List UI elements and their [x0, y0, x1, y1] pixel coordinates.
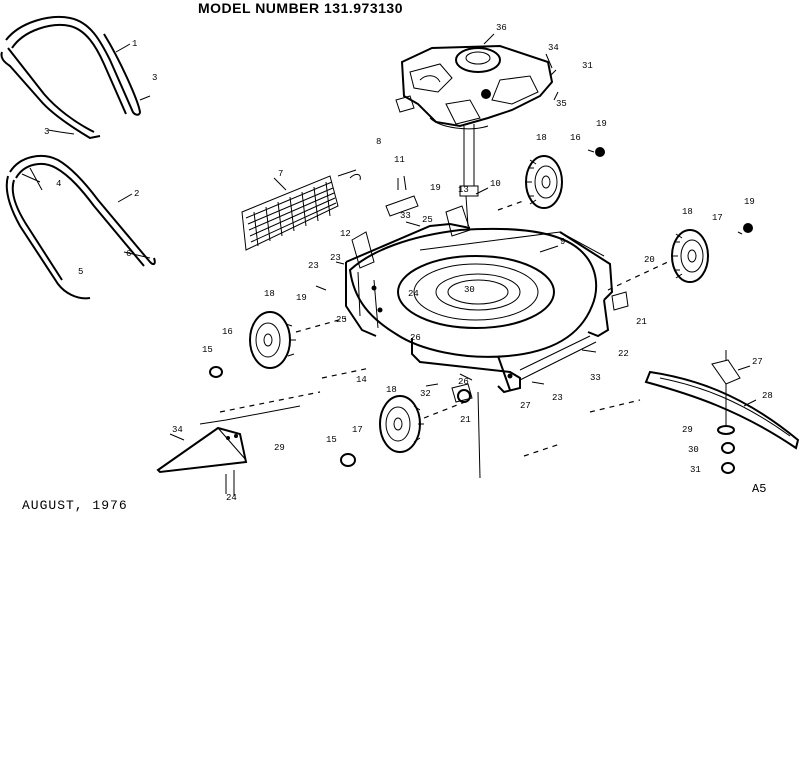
callout-2: 2 — [134, 189, 139, 199]
callout-17: 17 — [712, 213, 723, 223]
wheel-front-right — [249, 311, 296, 369]
callout-5: 5 — [78, 267, 83, 277]
blade-assembly — [644, 350, 800, 474]
engine — [395, 44, 554, 197]
callout-24b: 24 — [226, 493, 237, 503]
callout-18: 18 — [536, 133, 547, 143]
callout-21: 21 — [636, 317, 647, 327]
callout-26: 26 — [410, 333, 421, 343]
callout-23: 23 — [308, 261, 319, 271]
callout-19c: 19 — [744, 197, 755, 207]
callout-30: 30 — [464, 285, 475, 295]
callout-34: 34 — [548, 43, 559, 53]
small-hardware — [315, 69, 597, 387]
callout-33: 33 — [590, 373, 601, 383]
wheel-rear-left — [671, 229, 709, 283]
page-code: A5 — [752, 482, 767, 496]
callout-10: 10 — [490, 179, 501, 189]
callout-9: 9 — [560, 237, 565, 247]
callout-19b: 19 — [596, 119, 607, 129]
callout-17b: 17 — [352, 425, 363, 435]
callout-16b: 16 — [570, 133, 581, 143]
callout-35: 35 — [556, 99, 567, 109]
callout-21b: 21 — [460, 415, 471, 425]
callout-18c: 18 — [682, 207, 693, 217]
upper-handle — [0, 16, 151, 140]
rear-shield — [156, 405, 301, 496]
callout-24: 24 — [408, 289, 419, 299]
leader-lines — [115, 33, 757, 441]
callout-25b: 25 — [422, 215, 433, 225]
callout-32: 32 — [420, 389, 431, 399]
callout-36: 36 — [496, 23, 507, 33]
callout-33b: 33 — [400, 211, 411, 221]
callout-19d: 19 — [296, 293, 307, 303]
callout-30b: 30 — [688, 445, 699, 455]
mower-deck — [345, 195, 629, 479]
callout-labels: 1 2 3 3 4 5 6 7 8 9 11 12 13 14 15 15 16… — [44, 23, 773, 503]
deflector-screen — [241, 169, 361, 251]
callout-11: 11 — [394, 155, 405, 165]
callout-12: 12 — [340, 229, 351, 239]
callout-23b: 23 — [330, 253, 341, 263]
wheel-hardware — [209, 147, 753, 467]
callout-20: 20 — [644, 255, 655, 265]
callout-15: 15 — [202, 345, 213, 355]
callout-1: 1 — [132, 39, 137, 49]
callout-31b: 31 — [690, 465, 701, 475]
callout-18b: 18 — [264, 289, 275, 299]
axle-lines — [219, 199, 673, 457]
callout-29: 29 — [274, 443, 285, 453]
model-number-title: MODEL NUMBER 131.973130 — [198, 0, 403, 16]
callout-3: 3 — [152, 73, 157, 83]
callout-22: 22 — [618, 349, 629, 359]
callout-4: 4 — [56, 179, 61, 189]
callout-16: 16 — [222, 327, 233, 337]
callout-19: 19 — [430, 183, 441, 193]
callout-18d: 18 — [386, 385, 397, 395]
callout-13: 13 — [458, 185, 469, 195]
callout-14: 14 — [356, 375, 367, 385]
callout-8: 8 — [376, 137, 381, 147]
callout-29b: 29 — [682, 425, 693, 435]
callout-15b: 15 — [326, 435, 337, 445]
revision-date: AUGUST, 1976 — [22, 498, 128, 513]
callout-26b: 26 — [458, 377, 469, 387]
callout-34b: 34 — [172, 425, 183, 435]
callout-27: 27 — [752, 357, 763, 367]
callout-28: 28 — [762, 391, 773, 401]
wheel-front-left — [379, 395, 424, 453]
callout-23c: 23 — [552, 393, 563, 403]
callout-7: 7 — [278, 169, 283, 179]
callout-25: 25 — [336, 315, 347, 325]
wheel-rear-right — [525, 155, 563, 209]
callout-6: 6 — [126, 249, 131, 259]
lower-handle — [5, 155, 156, 300]
callout-31: 31 — [582, 61, 593, 71]
callout-3b: 3 — [44, 127, 49, 137]
callout-27b: 27 — [520, 401, 531, 411]
